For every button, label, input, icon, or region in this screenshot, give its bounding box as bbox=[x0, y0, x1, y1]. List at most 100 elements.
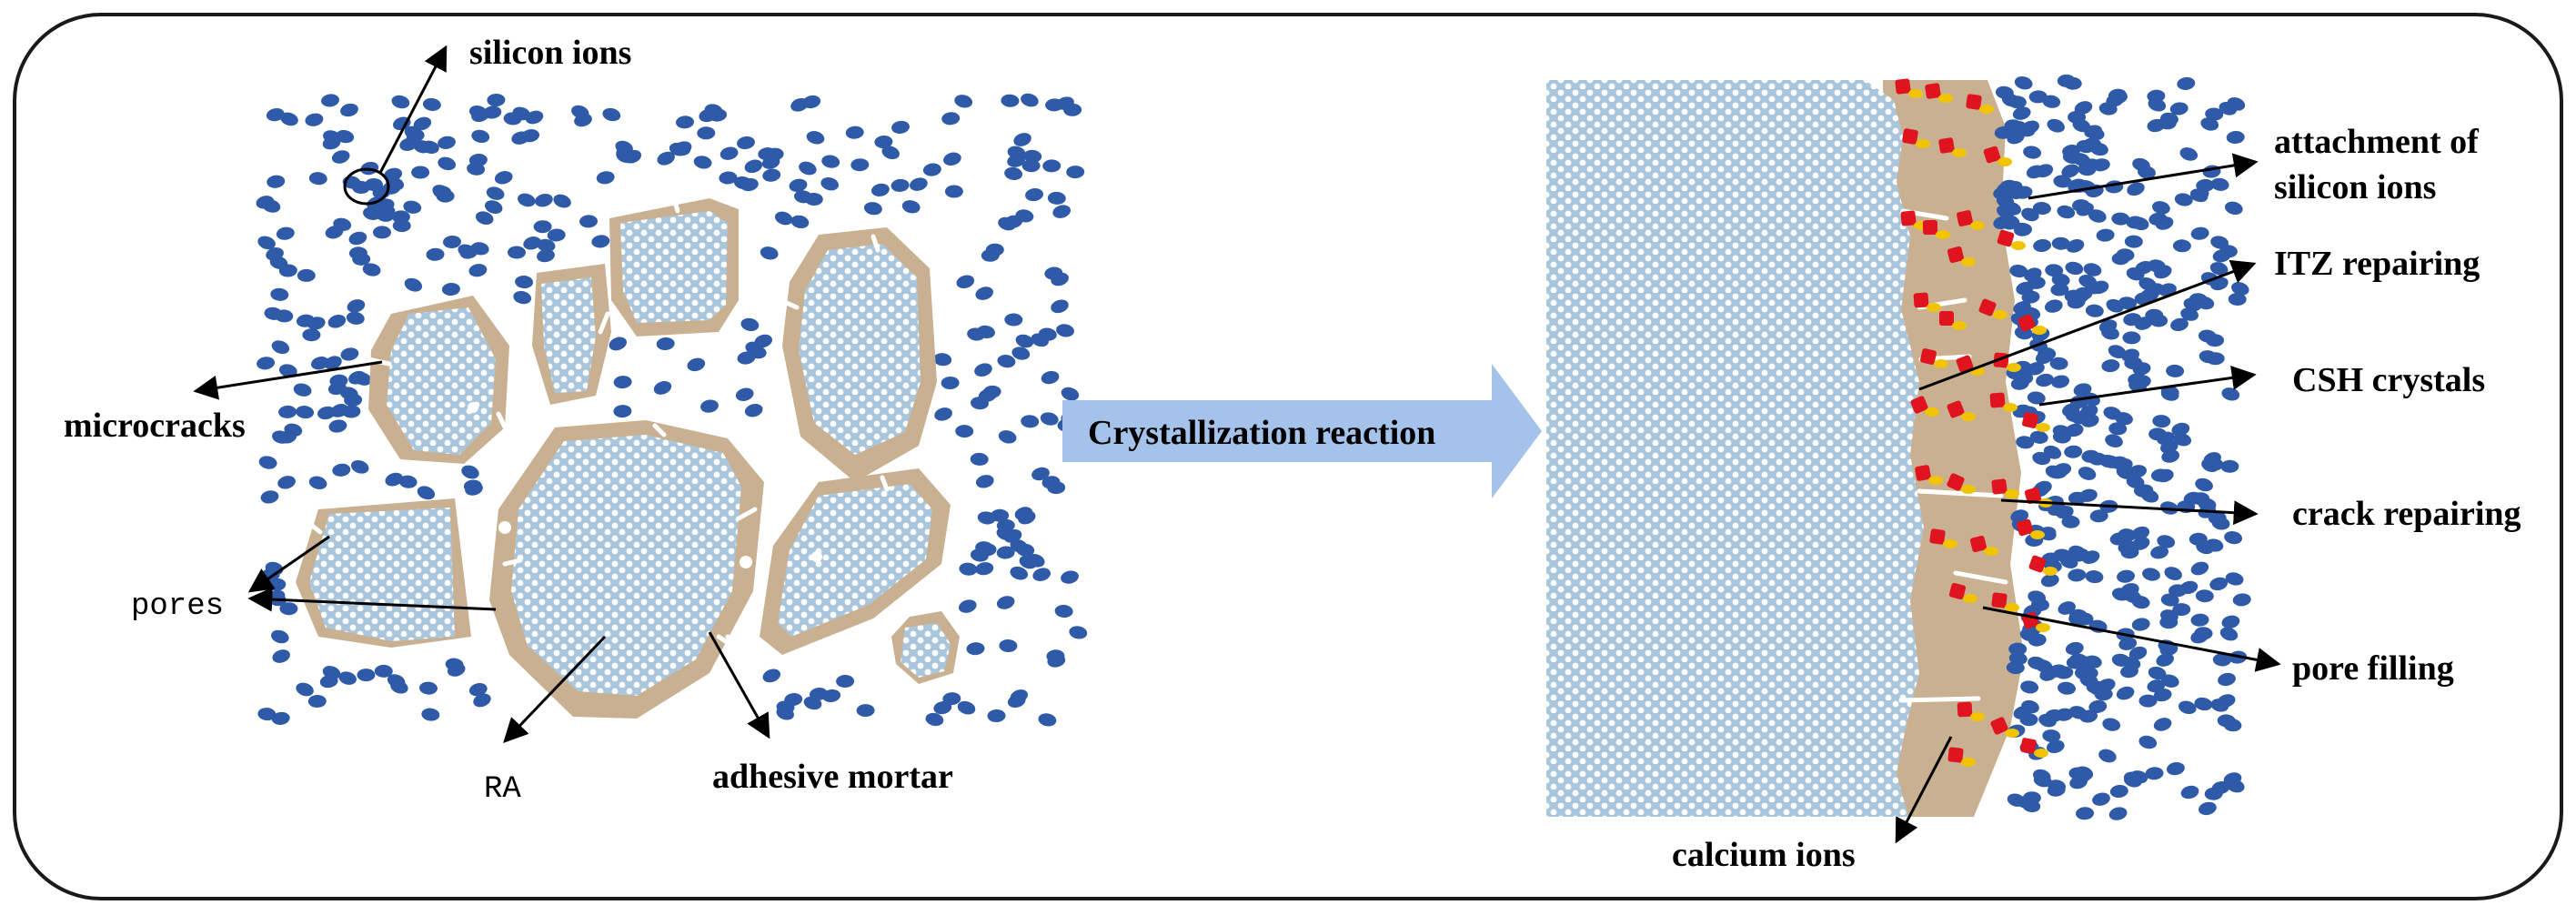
silicon-ion bbox=[2225, 572, 2244, 586]
silicon-ion bbox=[553, 194, 571, 208]
silicon-ion bbox=[2033, 774, 2052, 788]
silicon-ion bbox=[2226, 779, 2245, 793]
calcium-ion bbox=[1908, 89, 1923, 98]
silicon-ion bbox=[2007, 120, 2027, 135]
silicon-ion bbox=[2042, 95, 2061, 108]
silicon-ion bbox=[2142, 568, 2160, 581]
silicon-ion bbox=[1001, 94, 1020, 107]
csh-crystal bbox=[1895, 78, 1911, 95]
silicon-ion bbox=[336, 129, 355, 144]
calcium-ion bbox=[1970, 712, 1985, 721]
silicon-ion bbox=[891, 120, 910, 134]
silicon-ion bbox=[468, 683, 488, 697]
silicon-ion bbox=[1995, 85, 2014, 99]
silicon-ion bbox=[2166, 762, 2185, 776]
pores-marks bbox=[468, 402, 822, 568]
silicon-ion bbox=[333, 217, 352, 231]
silicon-ion bbox=[2123, 771, 2142, 785]
aggregate-core bbox=[387, 307, 496, 455]
silicon-ion bbox=[2012, 106, 2031, 120]
silicon-ion bbox=[2150, 546, 2169, 559]
silicon-ion bbox=[997, 355, 1016, 368]
silicon-ion bbox=[2014, 223, 2032, 236]
ra-arrow bbox=[503, 635, 607, 743]
silicon-ion bbox=[468, 264, 488, 277]
silicon-ion bbox=[2061, 164, 2079, 178]
silicon-ion bbox=[790, 215, 810, 229]
silicon-ion bbox=[1032, 568, 1052, 581]
silicon-ion bbox=[2138, 735, 2158, 749]
silicon-ion bbox=[310, 356, 329, 370]
silicon-ion bbox=[271, 711, 290, 725]
silicon-ion bbox=[998, 430, 1017, 444]
silicon-ion bbox=[411, 166, 430, 179]
silicon-ion bbox=[403, 200, 422, 214]
csh-crystal bbox=[1957, 210, 1973, 226]
silicon-ion bbox=[2072, 153, 2091, 166]
silicon-ion bbox=[1063, 103, 1082, 116]
silicon-ion bbox=[2217, 714, 2236, 728]
silicon-ion bbox=[376, 208, 395, 222]
silicon-ion bbox=[2205, 538, 2224, 552]
silicon-ion bbox=[278, 364, 297, 377]
silicon-ion bbox=[2200, 117, 2219, 131]
csh-crystal bbox=[1991, 478, 2007, 495]
silicon-ion bbox=[2108, 807, 2128, 820]
silicon-ion bbox=[2218, 672, 2236, 687]
silicon-ion bbox=[821, 155, 840, 168]
silicon-ion bbox=[2124, 235, 2143, 248]
silicon-ion bbox=[977, 511, 996, 525]
silicon-ion bbox=[2116, 248, 2135, 262]
silicon-ion bbox=[373, 226, 391, 239]
silicon-ion bbox=[2058, 601, 2076, 615]
silicon-ion bbox=[1025, 188, 1043, 202]
silicon-ion bbox=[2015, 371, 2034, 385]
silicon-ion bbox=[2194, 697, 2213, 711]
silicon-ion bbox=[1007, 146, 1026, 159]
csh-crystal bbox=[1910, 396, 1928, 414]
microcrack bbox=[307, 520, 323, 535]
silicon-ion bbox=[2092, 792, 2110, 806]
silicon-ion bbox=[352, 252, 371, 266]
silicon-ion bbox=[2148, 427, 2168, 441]
silicon-ion bbox=[673, 141, 692, 155]
silicon-ion bbox=[737, 136, 755, 150]
silicon-ion bbox=[744, 159, 763, 174]
silicon-ion bbox=[523, 236, 541, 250]
silicon-ion bbox=[2173, 432, 2192, 447]
silicon-ion bbox=[2131, 618, 2150, 631]
silicon-ion bbox=[438, 136, 456, 149]
silicon-ion bbox=[2191, 492, 2210, 506]
silicon-ion bbox=[2047, 118, 2065, 133]
silicon-ions-arrow bbox=[378, 45, 448, 174]
silicon-ion bbox=[609, 337, 627, 351]
silicon-ion bbox=[2108, 88, 2127, 102]
silicon-ion bbox=[459, 246, 478, 259]
silicon-ion bbox=[975, 287, 993, 300]
silicon-ion bbox=[257, 236, 276, 250]
silicon-ion bbox=[321, 94, 339, 107]
silicon-ion bbox=[433, 186, 452, 199]
silicon-ion bbox=[2009, 264, 2028, 278]
silicon-ion bbox=[1061, 387, 1080, 401]
silicon-ion bbox=[975, 562, 994, 576]
calcium-ion bbox=[1997, 157, 2012, 166]
silicon-ion bbox=[256, 196, 275, 209]
silicon-ion bbox=[2065, 409, 2084, 423]
silicon-ion bbox=[2047, 783, 2066, 797]
silicon-ion bbox=[2161, 449, 2180, 463]
pores-arrow-2 bbox=[247, 587, 497, 612]
silicon-ion bbox=[591, 235, 610, 248]
silicon-ion bbox=[308, 172, 327, 186]
silicon-ion bbox=[2131, 537, 2150, 550]
silicon-ion bbox=[2172, 603, 2191, 617]
silicon-ion bbox=[365, 178, 383, 191]
crack-repairing-arrow bbox=[2000, 498, 2259, 526]
silicon-ion bbox=[2205, 107, 2224, 121]
silicon-ion bbox=[1051, 299, 1069, 314]
silicon-ion bbox=[956, 275, 975, 289]
aggregate-core bbox=[778, 484, 932, 637]
silicon-ion bbox=[2195, 589, 2214, 603]
microcrack bbox=[870, 234, 880, 253]
pores-arrow bbox=[247, 535, 330, 593]
